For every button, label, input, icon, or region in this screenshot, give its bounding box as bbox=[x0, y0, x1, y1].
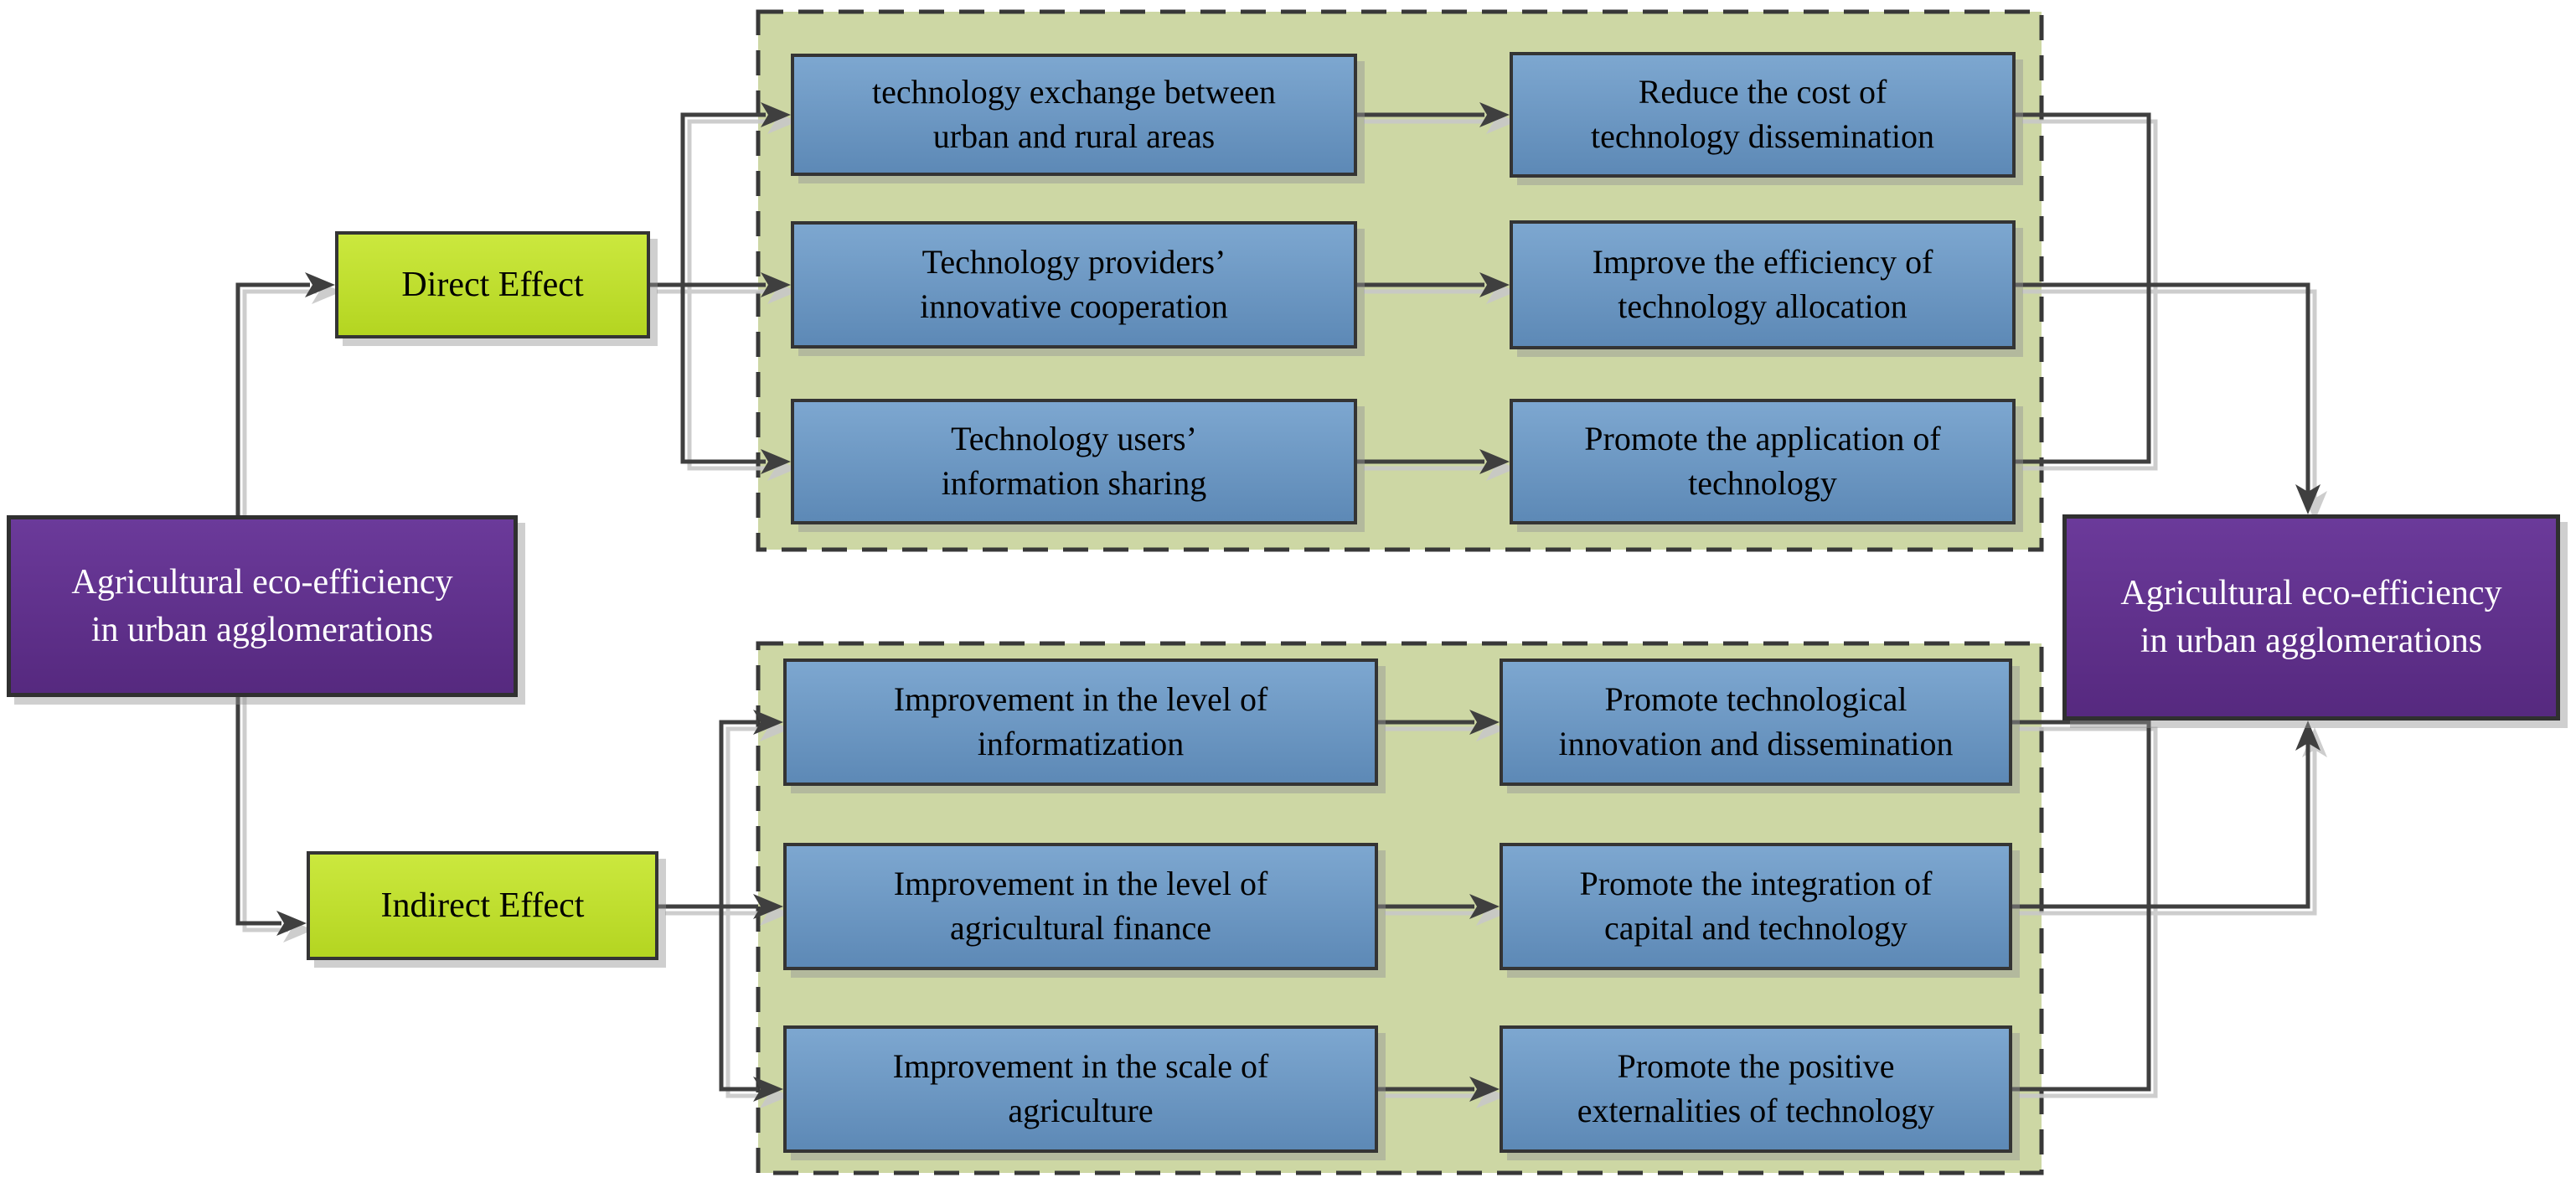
direct-to-sink-line bbox=[2016, 282, 2310, 494]
indirect-outcome-1-label: Promote technological innovation and dis… bbox=[1558, 680, 1954, 762]
source-node-label: Agricultural eco-efficiency in urban agg… bbox=[71, 562, 453, 649]
indirect-outcome-3-box: Promote the positive externalities of te… bbox=[1500, 1025, 2012, 1153]
indirect-effect-label: Indirect Effect bbox=[380, 886, 585, 925]
arrowhead-direct-outcome-1 bbox=[1479, 102, 1510, 127]
direct-cause-2-label: Technology providers’ innovative coopera… bbox=[920, 243, 1228, 325]
indirect-outcome-2-label: Promote the integration of capital and t… bbox=[1579, 865, 1933, 947]
indirect-cause-3-box: Improvement in the scale of agriculture bbox=[783, 1025, 1378, 1153]
arrowhead-into-indirect-effect bbox=[276, 911, 307, 936]
indirect-cause-1-box: Improvement in the level of informatizat… bbox=[783, 659, 1378, 786]
direct-outcome-3-label: Promote the application of technology bbox=[1584, 420, 1941, 502]
direct-effect-label: Direct Effect bbox=[401, 265, 584, 304]
direct-cause-2-box: Technology providers’ innovative coopera… bbox=[791, 221, 1357, 349]
arrowhead-into-direct-effect bbox=[305, 272, 335, 297]
arrowhead-direct-cause-2 bbox=[761, 272, 791, 297]
indirect-outcome-1-box: Promote technological innovation and dis… bbox=[1500, 659, 2012, 786]
direct-outcome-2-box: Improve the efficiency of technology all… bbox=[1510, 220, 2016, 349]
direct-outcome-1-label: Reduce the cost of technology disseminat… bbox=[1591, 73, 1934, 155]
indirect-outcome-3-label: Promote the positive externalities of te… bbox=[1577, 1047, 1935, 1129]
arrowhead-indirect-outcome-2 bbox=[1469, 894, 1500, 919]
direct-outcome-3-box: Promote the application of technology bbox=[1510, 399, 2016, 524]
arrowhead-direct-outcome-3 bbox=[1479, 449, 1510, 474]
indirect-cause-1-label: Improvement in the level of informatizat… bbox=[893, 680, 1268, 762]
arrowhead-direct-outcome-2 bbox=[1479, 272, 1510, 297]
arrowhead-direct-cause-1 bbox=[761, 102, 791, 127]
direct-outcome-2-label: Improve the efficiency of technology all… bbox=[1592, 243, 1933, 325]
indirect-outcome-2-box: Promote the integration of capital and t… bbox=[1500, 843, 2012, 970]
arrowhead-indirect-cause-1 bbox=[753, 710, 783, 735]
direct-outcome-1-box: Reduce the cost of technology disseminat… bbox=[1510, 52, 2016, 178]
arrowhead-indirect-outcome-1 bbox=[1469, 710, 1500, 735]
mechanism-containers bbox=[756, 9, 2044, 1175]
indirect-to-sink-line bbox=[2012, 741, 2310, 909]
direct-effect-node: Direct Effect bbox=[335, 231, 650, 338]
arrowhead-indirect-cause-3 bbox=[753, 1077, 783, 1102]
direct-cause-3-box: Technology users’ information sharing bbox=[791, 399, 1357, 524]
arrowheads bbox=[276, 102, 2320, 1102]
direct-cause-1-box: technology exchange between urban and ru… bbox=[791, 54, 1357, 176]
direct-fanout-bracket bbox=[680, 112, 766, 464]
arrowhead-indirect-cause-2 bbox=[753, 894, 783, 919]
sink-node-label: Agricultural eco-efficiency in urban agg… bbox=[2120, 574, 2502, 660]
source-node: Agricultural eco-efficiency in urban agg… bbox=[7, 515, 518, 697]
arrowhead-indirect-outcome-3 bbox=[1469, 1077, 1500, 1102]
arrowhead-into-sink-bottom bbox=[2295, 721, 2320, 751]
direct-cause-3-label: Technology users’ information sharing bbox=[941, 420, 1207, 502]
indirect-effect-node: Indirect Effect bbox=[307, 851, 658, 960]
indirect-cause-2-label: Improvement in the level of agricultural… bbox=[893, 865, 1268, 947]
indirect-cause-3-label: Improvement in the scale of agriculture bbox=[892, 1047, 1269, 1129]
direct-merge-bracket bbox=[2016, 112, 2151, 464]
direct-cause-1-label: technology exchange between urban and ru… bbox=[871, 73, 1276, 155]
arrowhead-into-sink-top bbox=[2295, 484, 2320, 514]
sink-node: Agricultural eco-efficiency in urban agg… bbox=[2062, 514, 2560, 721]
arrowhead-direct-cause-3 bbox=[761, 449, 791, 474]
indirect-cause-2-box: Improvement in the level of agricultural… bbox=[783, 843, 1378, 970]
